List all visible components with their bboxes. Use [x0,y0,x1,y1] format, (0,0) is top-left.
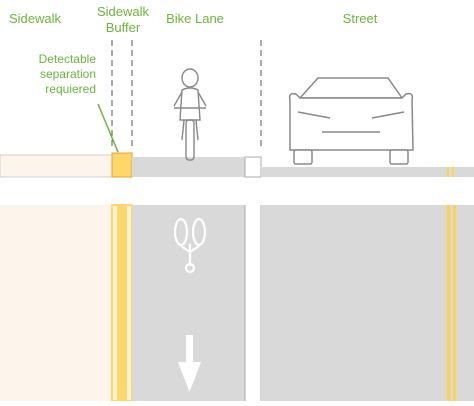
centerline-2 [453,205,456,401]
sidewalk-elevation [0,154,114,178]
label-sidewalk-buffer-line2: Buffer [105,20,141,35]
sidewalk-plan [0,205,113,401]
annotation-leader [97,103,119,153]
annotation-line2: separation [39,67,96,81]
lane-separator-elevation [244,156,262,178]
label-sidewalk-buffer-line1: Sidewalk [96,4,150,19]
lane-separator-plan [245,205,261,401]
direction-arrow-icon [178,335,201,392]
buffer-elevation [111,152,133,178]
label-sidewalk-buffer: Sidewalk Buffer [90,4,156,36]
cyclist-icon [173,68,207,161]
annotation-detectable-separation: Detectable separation requiered [4,52,96,97]
annotation-line3: requiered [45,82,96,96]
bike-lane-elevation [132,157,245,177]
centerline-1 [447,205,450,401]
bicycle-symbol-icon [173,217,207,274]
label-bike-lane: Bike Lane [166,11,224,26]
label-street: Street [342,11,378,26]
street-elevation [261,167,474,177]
label-sidewalk: Sidewalk [8,11,62,26]
street-plan [261,205,474,401]
annotation-line1: Detectable [38,52,96,66]
car-icon [288,77,414,165]
